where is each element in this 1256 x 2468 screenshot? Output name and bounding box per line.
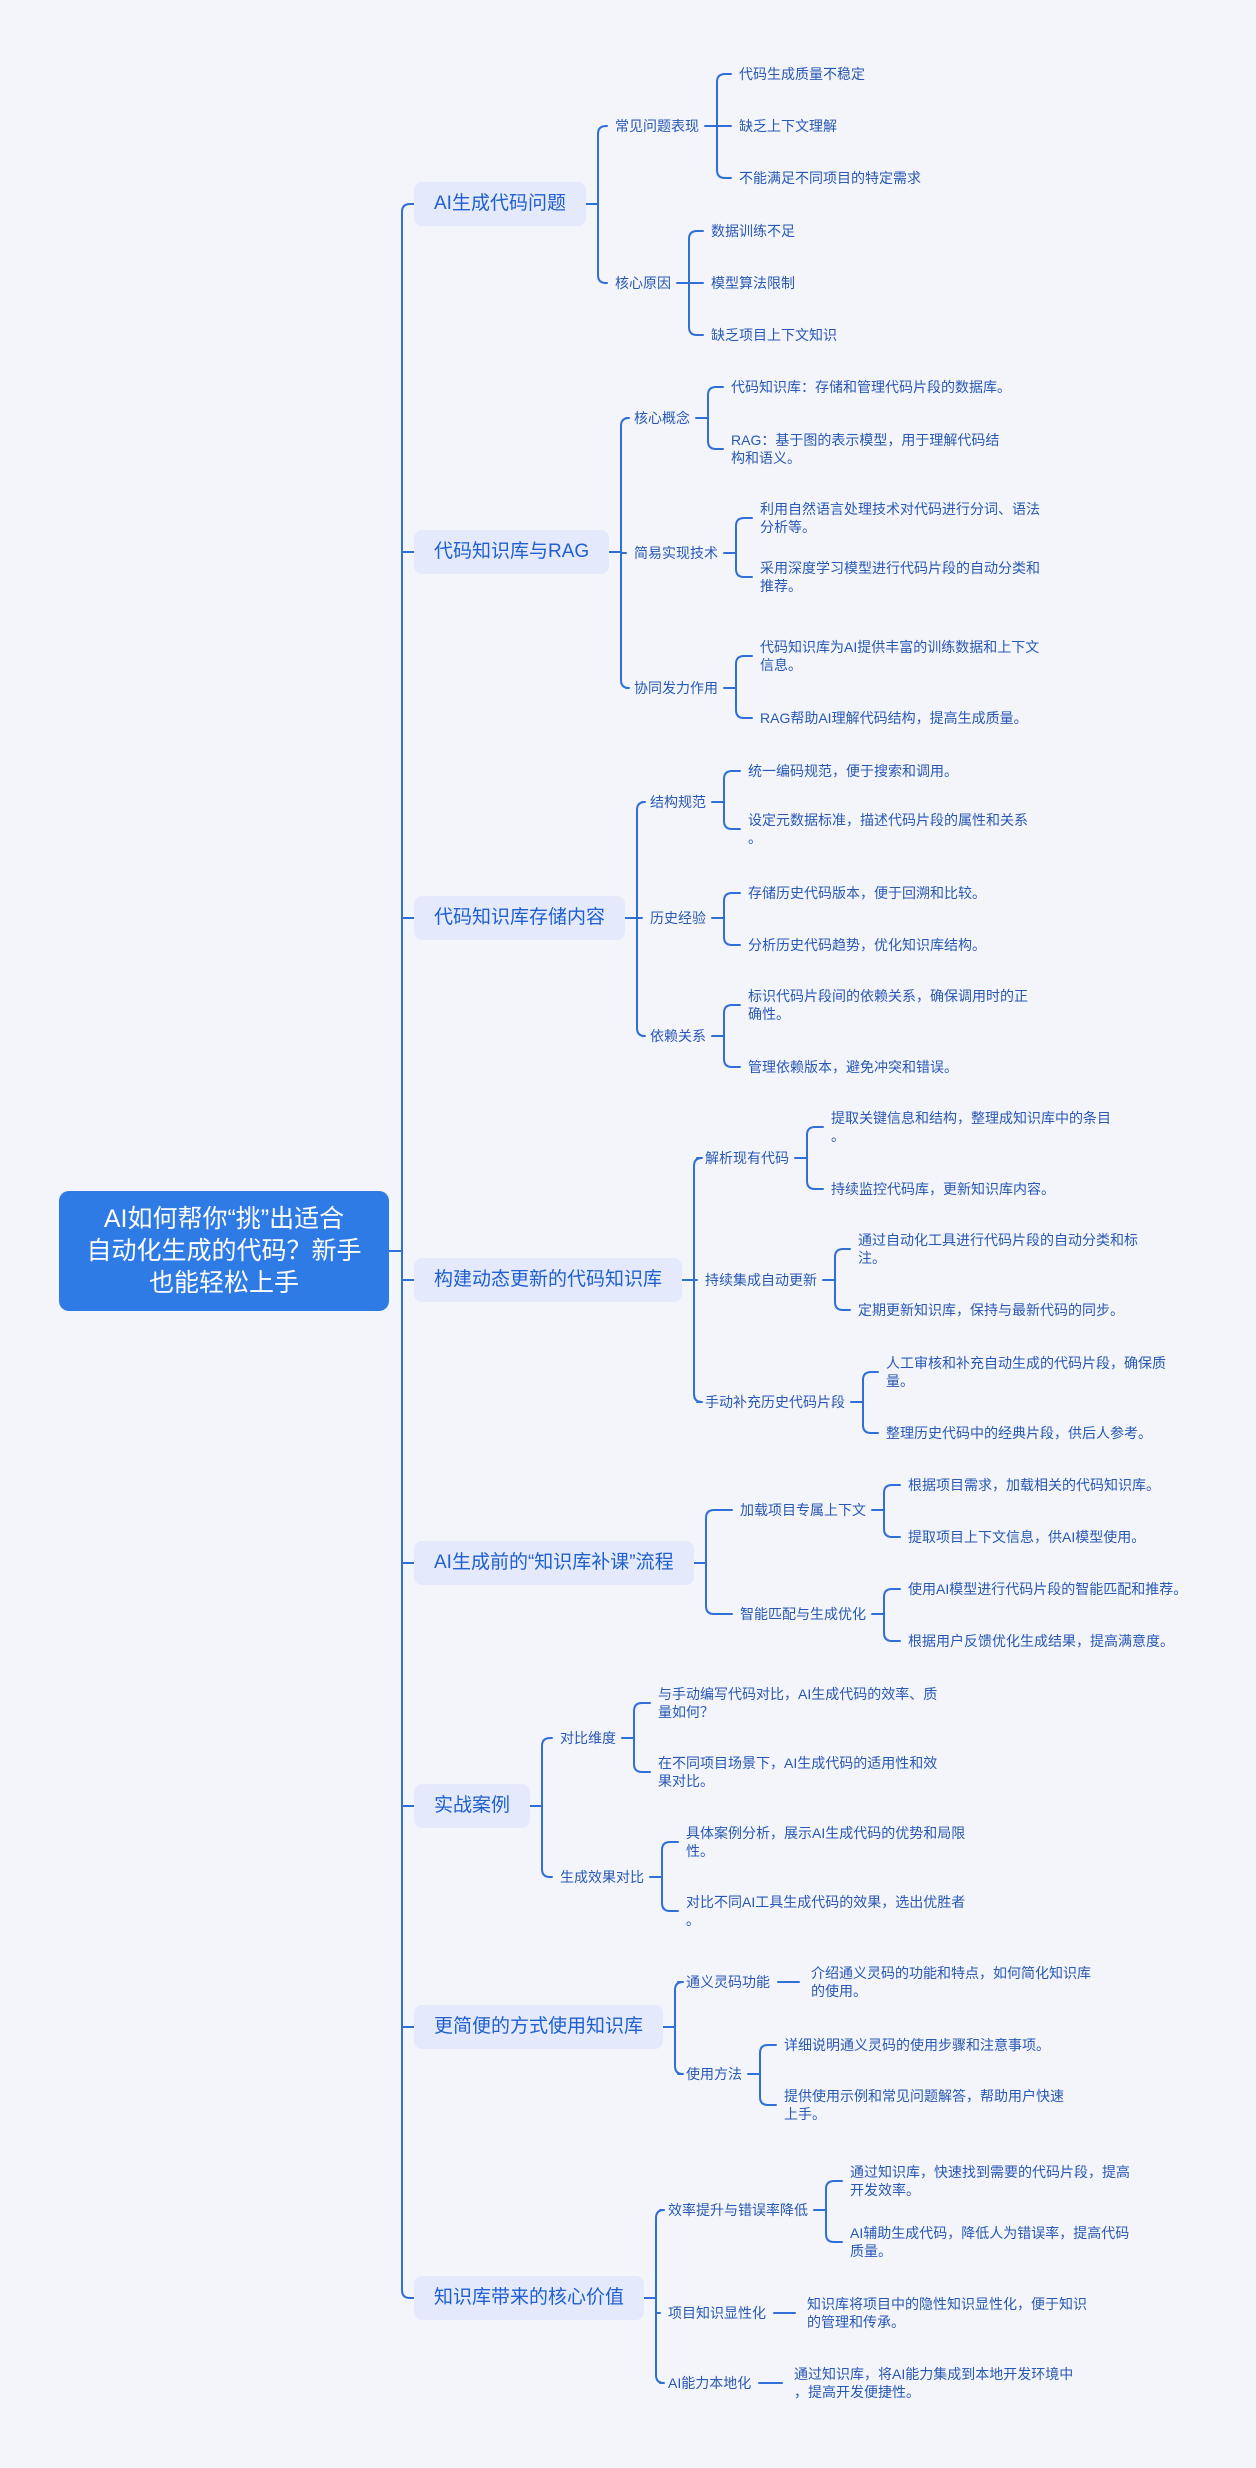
leaf-topic: 代码知识库为AI提供丰富的训练数据和上下文 信息。 (760, 639, 1040, 673)
leaf-connector (813, 2180, 843, 2243)
leaf-topic: 通过知识库，快速找到需要的代码片段，提高 开发效率。 (850, 2164, 1130, 2198)
leaf-topic: 管理依赖版本，避免冲突和错误。 (748, 1059, 958, 1075)
leaf-topic: 提供使用示例和常见问题解答，帮助用户快速 上手。 (784, 2088, 1064, 2122)
branch-topic: 知识库带来的核心价值 (414, 2276, 645, 2320)
leaf-topic: 代码知识库：存储和管理代码片段的数据库。 (731, 379, 1011, 395)
leaf-connector (711, 892, 741, 946)
leaf-topic: 模型算法限制 (711, 275, 795, 291)
leaf-topic: 利用自然语言处理技术对代码进行分词、语法 分析等。 (760, 501, 1040, 535)
leaf-topic: 具体案例分析，展示AI生成代码的优势和局限 性。 (686, 1825, 966, 1859)
branch-topic: 更简便的方式使用知识库 (414, 2005, 664, 2049)
subtopic: AI能力本地化 (668, 2375, 752, 2391)
leaf-topic: AI辅助生成代码，降低人为错误率，提高代码 质量。 (850, 2225, 1130, 2259)
subtopic: 手动补充历史代码片段 (705, 1394, 845, 1410)
branch-connector (643, 2209, 665, 2384)
subtopic: 简易实现技术 (634, 545, 718, 561)
subtopic: 历史经验 (650, 910, 706, 926)
leaf-topic: 统一编码规范，便于搜索和调用。 (748, 763, 958, 779)
leaf-connector (794, 1126, 824, 1190)
leaf-topic: 标识代码片段间的依赖关系，确保调用时的正 确性。 (748, 988, 1028, 1022)
leaf-topic: 不能满足不同项目的特定需求 (739, 170, 921, 186)
leaf-topic: 通过知识库，将AI能力集成到本地开发环境中 ，提高开发便捷性。 (794, 2366, 1074, 2400)
leaf-topic: 在不同项目场景下，AI生成代码的适用性和效 果对比。 (658, 1755, 938, 1789)
leaf-topic: 人工审核和补充自动生成的代码片段，确保质 量。 (886, 1355, 1166, 1389)
leaf-topic: 数据训练不足 (711, 223, 795, 239)
subtopic: 效率提升与错误率降低 (668, 2202, 808, 2218)
leaf-connector (850, 1371, 879, 1434)
leaf-connector (747, 2044, 777, 2106)
leaf-topic: 知识库将项目中的隐性知识显性化，便于知识 的管理和传承。 (807, 2296, 1087, 2330)
root-connector (388, 203, 415, 2299)
subtopic: 常见问题表现 (615, 118, 699, 134)
branch-topic: AI生成前的“知识库补课”流程 (414, 1541, 694, 1585)
leaf-topic: 采用深度学习模型进行代码片段的自动分类和 推荐。 (760, 560, 1040, 594)
subtopic: 协同发力作用 (634, 680, 718, 696)
subtopic: 生成效果对比 (560, 1869, 644, 1885)
leaf-topic: 介绍通义灵码的功能和特点，如何简化知识库 的使用。 (811, 1965, 1091, 1999)
leaf-topic: 持续监控代码库，更新知识库内容。 (831, 1181, 1055, 1197)
leaf-connector (621, 1702, 651, 1773)
leaf-topic: 根据项目需求，加载相关的代码知识库。 (908, 1477, 1160, 1493)
subtopic: 加载项目专属上下文 (740, 1502, 866, 1518)
root-topic: AI如何帮你“挑”出适合 自动化生成的代码？新手 也能轻松上手 (59, 1191, 389, 1311)
branch-topic: 代码知识库存储内容 (414, 896, 626, 940)
leaf-topic: RAG帮助AI理解代码结构，提高生成质量。 (760, 710, 1028, 726)
leaf-topic: 详细说明通义灵码的使用步骤和注意事项。 (784, 2037, 1050, 2053)
leaf-topic: 使用AI模型进行代码片段的智能匹配和推荐。 (908, 1581, 1188, 1597)
leaf-connector (695, 386, 724, 450)
branch-connector (529, 1737, 553, 1878)
subtopic: 核心原因 (615, 275, 671, 291)
subtopic: 通义灵码功能 (686, 1974, 770, 1990)
leaf-connector (723, 655, 753, 719)
leaf-connector (871, 1484, 901, 1538)
leaf-topic: 对比不同AI工具生成代码的效果，选出优胜者 。 (686, 1894, 966, 1928)
leaf-topic: RAG：基于图的表示模型，用于理解代码结 构和语义。 (731, 432, 1000, 466)
leaf-topic: 设定元数据标准，描述代码片段的属性和关系 。 (748, 812, 1028, 846)
leaf-topic: 代码生成质量不稳定 (739, 66, 865, 82)
leaf-connector (822, 1248, 851, 1311)
branch-connector (608, 417, 630, 689)
leaf-connector (723, 517, 753, 578)
subtopic: 依赖关系 (650, 1028, 706, 1044)
subtopic: 持续集成自动更新 (705, 1272, 817, 1288)
branch-connector (693, 1509, 733, 1615)
branch-connector (662, 1981, 684, 2075)
leaf-connector (649, 1841, 679, 1912)
leaf-connector (704, 73, 732, 179)
leaf-connector (871, 1588, 901, 1642)
leaf-topic: 定期更新知识库，保持与最新代码的同步。 (858, 1302, 1124, 1318)
branch-topic: 代码知识库与RAG (414, 530, 610, 574)
branch-connector (624, 801, 646, 1037)
leaf-topic: 缺乏上下文理解 (739, 118, 837, 134)
leaf-topic: 通过自动化工具进行代码片段的自动分类和标 注。 (858, 1232, 1138, 1266)
subtopic: 对比维度 (560, 1730, 616, 1746)
branch-topic: AI生成代码问题 (414, 182, 586, 226)
branch-topic: 构建动态更新的代码知识库 (414, 1258, 683, 1302)
leaf-topic: 缺乏项目上下文知识 (711, 327, 837, 343)
branch-topic: 实战案例 (414, 1784, 531, 1828)
subtopic: 结构规范 (650, 794, 706, 810)
leaf-topic: 整理历史代码中的经典片段，供后人参考。 (886, 1425, 1152, 1441)
leaf-topic: 提取项目上下文信息，供AI模型使用。 (908, 1529, 1146, 1545)
subtopic: 智能匹配与生成优化 (740, 1606, 866, 1622)
leaf-topic: 提取关键信息和结构，整理成知识库中的条目 。 (831, 1110, 1111, 1144)
leaf-topic: 根据用户反馈优化生成结果，提高满意度。 (908, 1633, 1174, 1649)
branch-connector (681, 1157, 703, 1403)
leaf-connector (711, 770, 741, 830)
leaf-connector (711, 1004, 741, 1068)
subtopic: 核心概念 (634, 410, 690, 426)
subtopic: 解析现有代码 (705, 1150, 789, 1166)
subtopic: 项目知识显性化 (668, 2305, 766, 2321)
leaf-connector (676, 230, 704, 336)
branch-connector (585, 125, 608, 284)
leaf-topic: 存储历史代码版本，便于回溯和比较。 (748, 885, 986, 901)
leaf-topic: 与手动编写代码对比，AI生成代码的效率、质 量如何？ (658, 1686, 938, 1720)
leaf-topic: 分析历史代码趋势，优化知识库结构。 (748, 937, 986, 953)
subtopic: 使用方法 (686, 2066, 742, 2082)
